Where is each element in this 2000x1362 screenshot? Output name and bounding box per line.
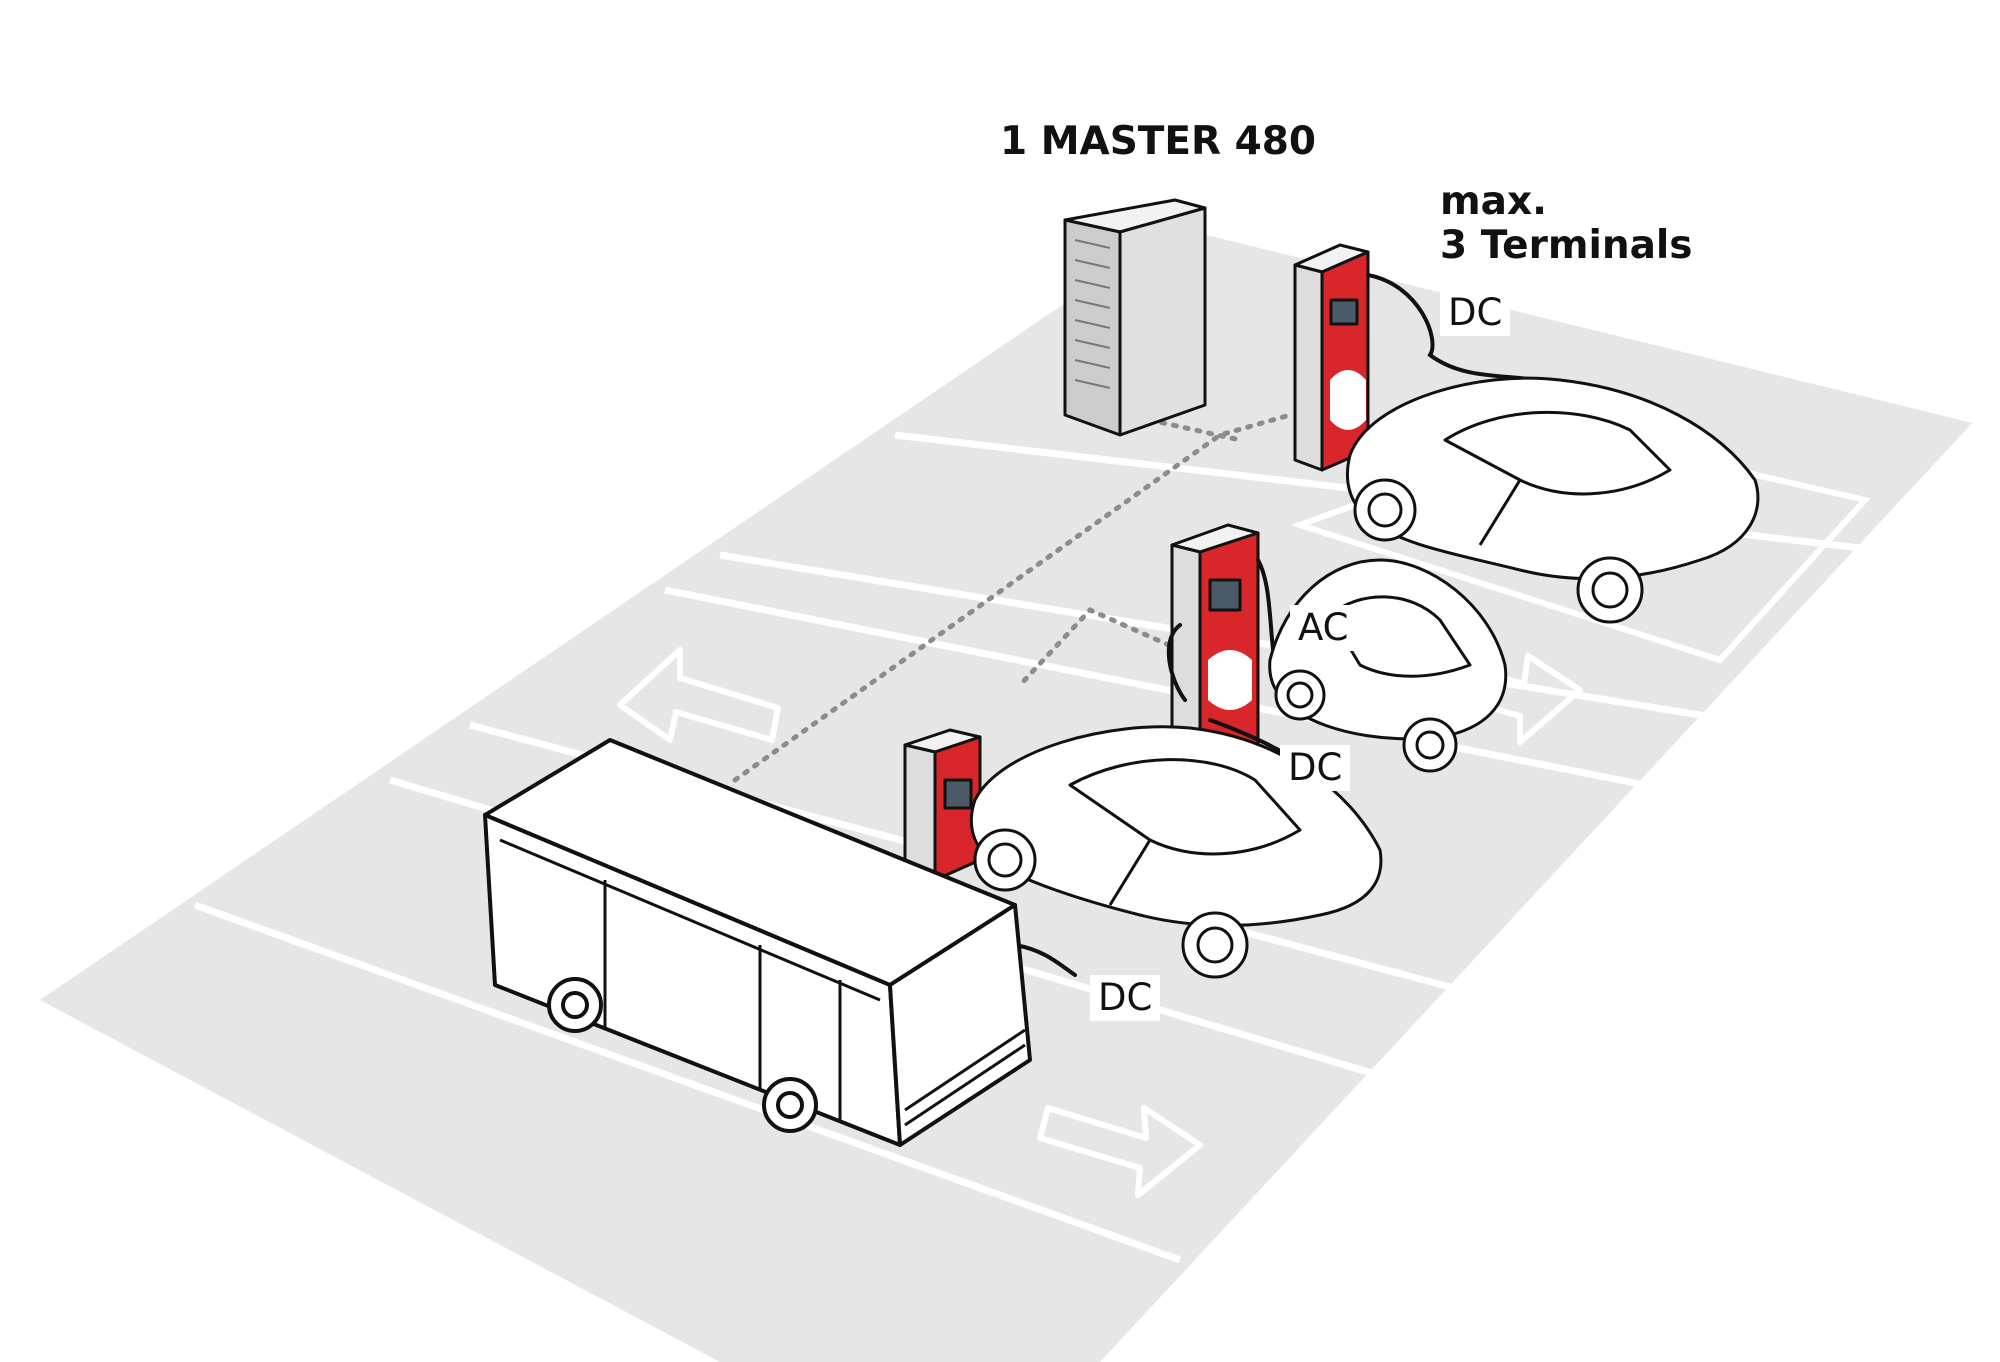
terminals-max-label: max. 3 Terminals — [1440, 180, 1693, 268]
charger-terminal-icon — [905, 730, 980, 880]
master-title-label: 1 MASTER 480 — [1000, 120, 1316, 164]
master-cabinet-icon — [1065, 200, 1205, 435]
terminals-max-line2: 3 Terminals — [1440, 224, 1693, 268]
connection-label-dc-bus: DC — [1090, 975, 1160, 1021]
connection-label-dc-top: DC — [1440, 290, 1510, 336]
charger-terminal-icon — [1295, 245, 1368, 470]
connection-label-ac: AC — [1290, 605, 1357, 651]
connection-label-dc-mid: DC — [1280, 745, 1350, 791]
terminals-max-line1: max. — [1440, 180, 1693, 224]
